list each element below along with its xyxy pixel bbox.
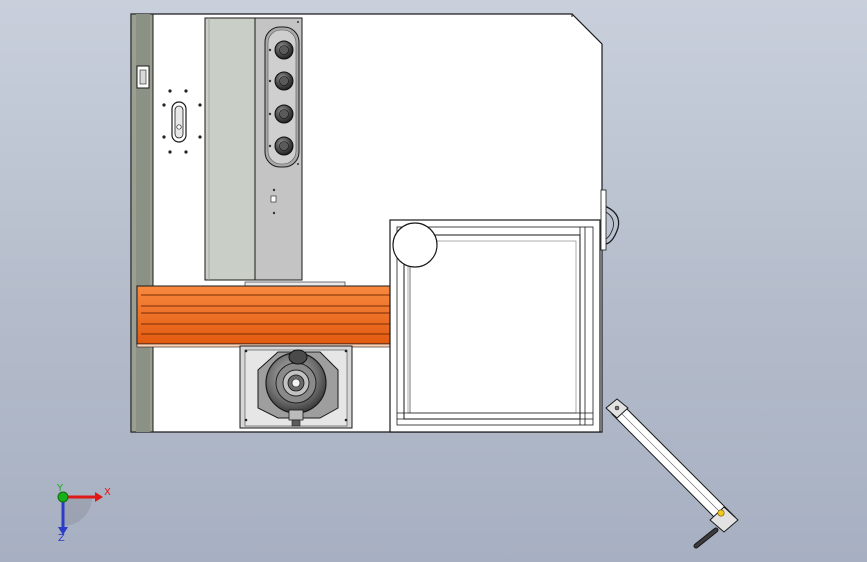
handwheel-assembly[interactable] xyxy=(239,345,353,429)
strut-bottom-bracket xyxy=(709,506,739,533)
orange-extrusion-rail xyxy=(136,281,396,348)
strut-top-bracket xyxy=(605,398,629,419)
mounting-hole-pattern xyxy=(162,89,202,154)
control-knob-2[interactable] xyxy=(268,71,294,91)
left-side-plate xyxy=(130,13,154,433)
triad-y-label: Y xyxy=(57,483,64,494)
hinge-loop xyxy=(600,189,620,251)
aluminum-frame-window xyxy=(389,219,601,433)
control-knob-1[interactable] xyxy=(268,40,294,60)
support-strut-arm[interactable] xyxy=(605,398,739,549)
control-panel xyxy=(254,17,303,281)
gray-cover-panel xyxy=(204,17,256,281)
control-knob-4[interactable] xyxy=(268,136,294,156)
strut-handle[interactable] xyxy=(693,527,719,549)
triad-x-label: X xyxy=(104,487,111,498)
control-knob-3[interactable] xyxy=(268,104,294,124)
orientation-triad xyxy=(57,491,103,535)
triad-z-label: Z xyxy=(58,533,65,544)
